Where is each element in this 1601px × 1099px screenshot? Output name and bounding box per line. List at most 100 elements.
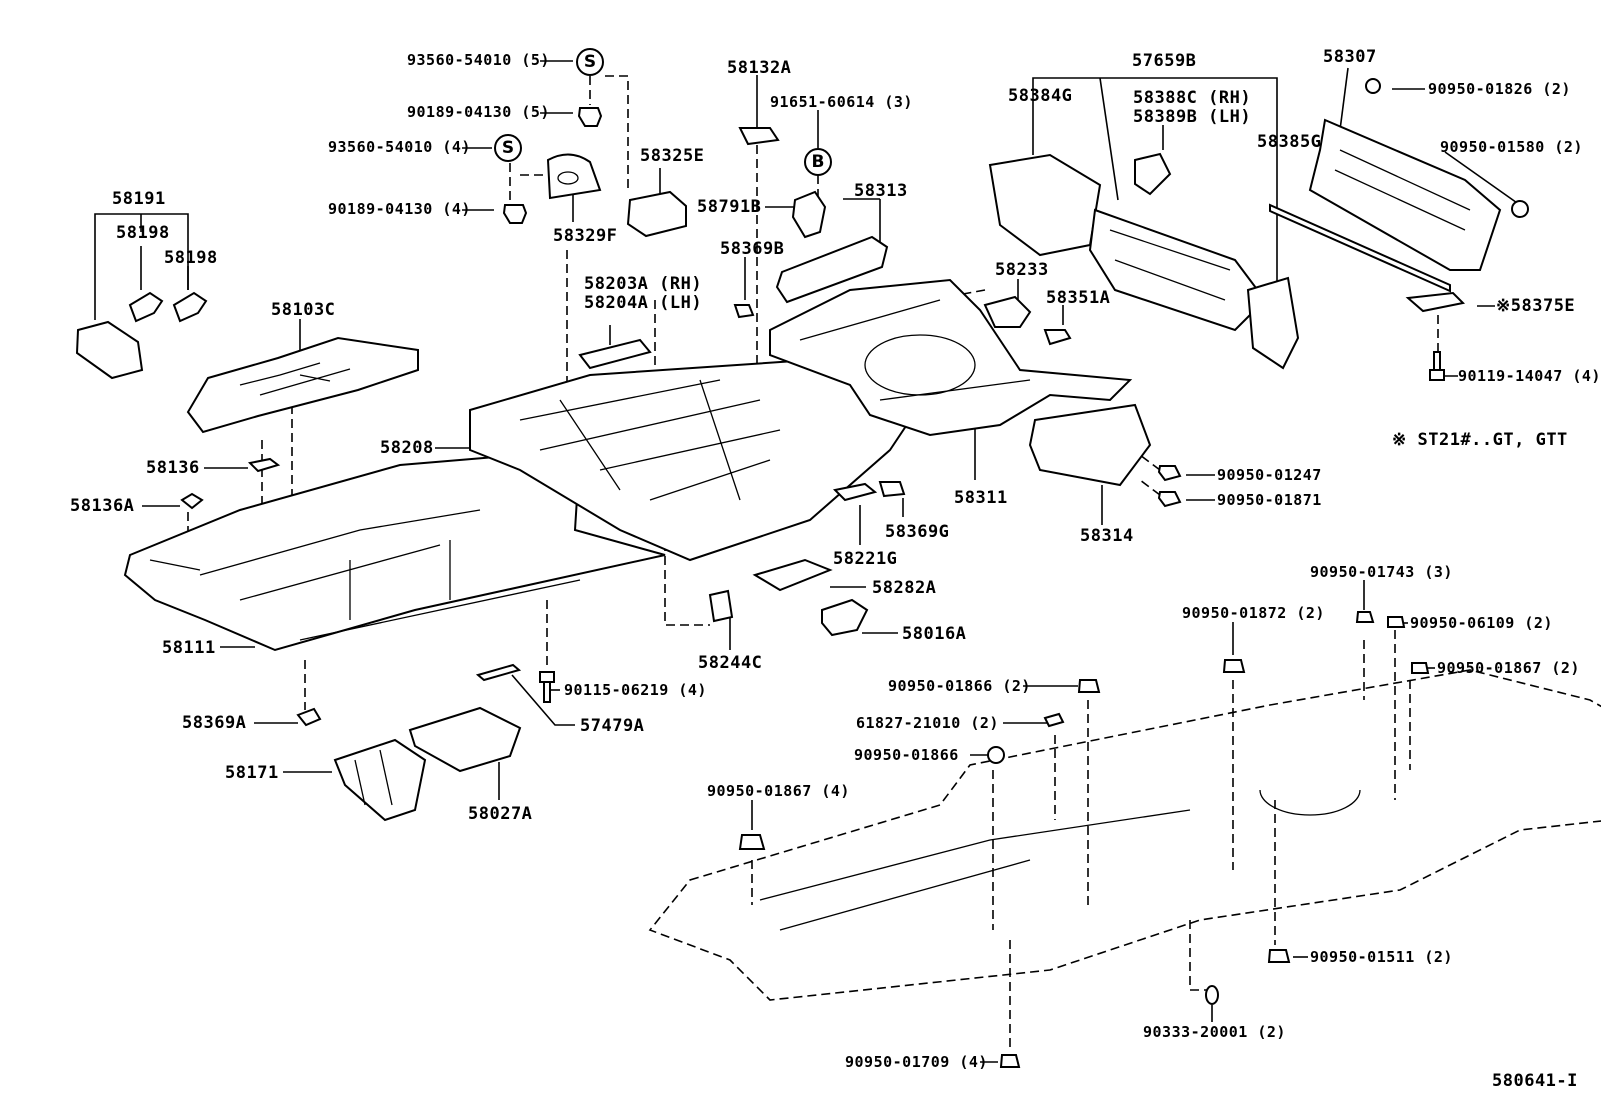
callout-b: B — [804, 148, 832, 176]
part-58103C — [186, 336, 419, 434]
part-58244C — [708, 589, 734, 623]
label-58313: 58313 — [854, 181, 908, 201]
label-58233: 58233 — [995, 260, 1049, 280]
label-90950-01826: 90950-01826 (2) — [1428, 80, 1571, 98]
grommet-90950-01709 — [999, 1054, 1021, 1068]
callout-s-1: S — [576, 48, 604, 76]
label-58136A: 58136A — [70, 496, 135, 516]
label-58244C: 58244C — [698, 653, 763, 673]
label-58325E: 58325E — [640, 146, 705, 166]
label-58198-b: 58198 — [164, 248, 218, 268]
part-58203A — [578, 338, 652, 370]
part-58198-a — [128, 291, 164, 323]
label-58221G: 58221G — [833, 549, 898, 569]
part-58388C — [1134, 152, 1172, 196]
grommet-90950-01247 — [1157, 465, 1182, 482]
plug-90333-20001 — [1205, 985, 1219, 1005]
footnote-text: ST21#..GT, GTT — [1417, 430, 1568, 450]
label-90333-20001: 90333-20001 (2) — [1143, 1023, 1286, 1041]
part-58132A — [738, 127, 780, 146]
label-58384G: 58384G — [1008, 86, 1073, 106]
part-58016A — [821, 598, 869, 637]
label-58016A: 58016A — [902, 624, 967, 644]
label-58204A: 58204A (LH) — [584, 293, 703, 313]
part-58369A — [296, 707, 322, 727]
part-58351A — [1043, 329, 1072, 346]
part-58198-b — [172, 291, 208, 323]
part-58171 — [333, 738, 427, 822]
label-58311: 58311 — [954, 488, 1008, 508]
part-58027A — [408, 706, 522, 773]
grommet-90950-06109 — [1387, 616, 1406, 628]
label-90950-01743: 90950-01743 (3) — [1310, 563, 1453, 581]
label-90950-01511: 90950-01511 (2) — [1310, 948, 1453, 966]
label-61827-21010: 61827-21010 (2) — [856, 714, 999, 732]
label-58208: 58208 — [380, 438, 434, 458]
part-58136A — [180, 492, 204, 510]
label-90950-01871: 90950-01871 — [1217, 491, 1322, 509]
part-58191 — [75, 320, 144, 380]
part-58369G — [878, 481, 906, 498]
label-58136: 58136 — [146, 458, 200, 478]
label-58375E-text: 58375E — [1510, 296, 1576, 316]
footnote-mark: ※ — [1392, 430, 1407, 450]
label-58369G: 58369G — [885, 522, 950, 542]
label-90189-04130-5: 90189-04130 (5) — [407, 103, 550, 121]
part-58384G — [988, 153, 1102, 257]
diagram-id: 580641-I — [1492, 1071, 1578, 1091]
rod-brace — [1269, 203, 1451, 293]
part-58111 — [123, 448, 666, 652]
label-90189-04130-4: 90189-04130 (4) — [328, 200, 471, 218]
label-90119-14047: 90119-14047 (4) — [1458, 367, 1601, 385]
label-90950-01867-2: 90950-01867 (2) — [1437, 659, 1580, 677]
label-90950-01709: 90950-01709 (4) — [845, 1053, 988, 1071]
part-58375E — [1405, 291, 1466, 313]
part-57659B — [1088, 208, 1267, 332]
label-90115-06219: 90115-06219 (4) — [564, 681, 707, 699]
label-57479A: 57479A — [580, 716, 645, 736]
grommet-90950-01511 — [1267, 949, 1291, 963]
part-58233 — [983, 295, 1032, 328]
label-90950-06109: 90950-06109 (2) — [1410, 614, 1553, 632]
label-58103C: 58103C — [271, 300, 336, 320]
callout-s-2: S — [494, 134, 522, 162]
label-90950-01866: 90950-01866 — [854, 746, 959, 764]
part-58329F — [546, 153, 602, 200]
bolt-90119 — [1429, 351, 1445, 381]
label-93560-54010-5: 93560-54010 (5) — [407, 51, 550, 69]
label-58375E: ※58375E — [1496, 298, 1575, 315]
label-90950-01872: 90950-01872 (2) — [1182, 604, 1325, 622]
part-58282A — [752, 558, 833, 592]
label-58027A: 58027A — [468, 804, 533, 824]
part-61827-21010 — [1043, 712, 1065, 728]
label-58314: 58314 — [1080, 526, 1134, 546]
part-58369B — [733, 304, 755, 319]
part-58221G — [832, 482, 878, 502]
grommet-90950-01867-4 — [738, 834, 766, 850]
label-90950-01867-4: 90950-01867 (4) — [707, 782, 850, 800]
part-58136 — [247, 457, 281, 473]
part-57479A — [475, 663, 522, 682]
part-58208 — [469, 358, 932, 562]
label-90950-01580: 90950-01580 (2) — [1440, 138, 1583, 156]
label-58388C: 58388C (RH) — [1133, 88, 1252, 108]
label-58191: 58191 — [112, 189, 166, 209]
bolt-90115 — [539, 671, 555, 703]
label-58369A: 58369A — [182, 713, 247, 733]
label-58282A: 58282A — [872, 578, 937, 598]
label-90950-01866-2: 90950-01866 (2) — [888, 677, 1031, 695]
clip-90189-5 — [577, 107, 603, 127]
grommet-90950-01866 — [987, 746, 1005, 764]
label-90950-01247: 90950-01247 — [1217, 466, 1322, 484]
label-91651-60614: 91651-60614 (3) — [770, 93, 913, 111]
clip-90189-4 — [502, 204, 528, 224]
grommet-90950-01872 — [1222, 659, 1246, 673]
grommet-90950-01826 — [1365, 78, 1381, 94]
part-58314 — [1028, 403, 1152, 487]
grommet-90950-01866-2 — [1077, 679, 1101, 693]
label-58203A: 58203A (RH) — [584, 274, 703, 294]
note-mark: ※ — [1496, 296, 1511, 316]
grommet-90950-01743 — [1355, 611, 1375, 623]
